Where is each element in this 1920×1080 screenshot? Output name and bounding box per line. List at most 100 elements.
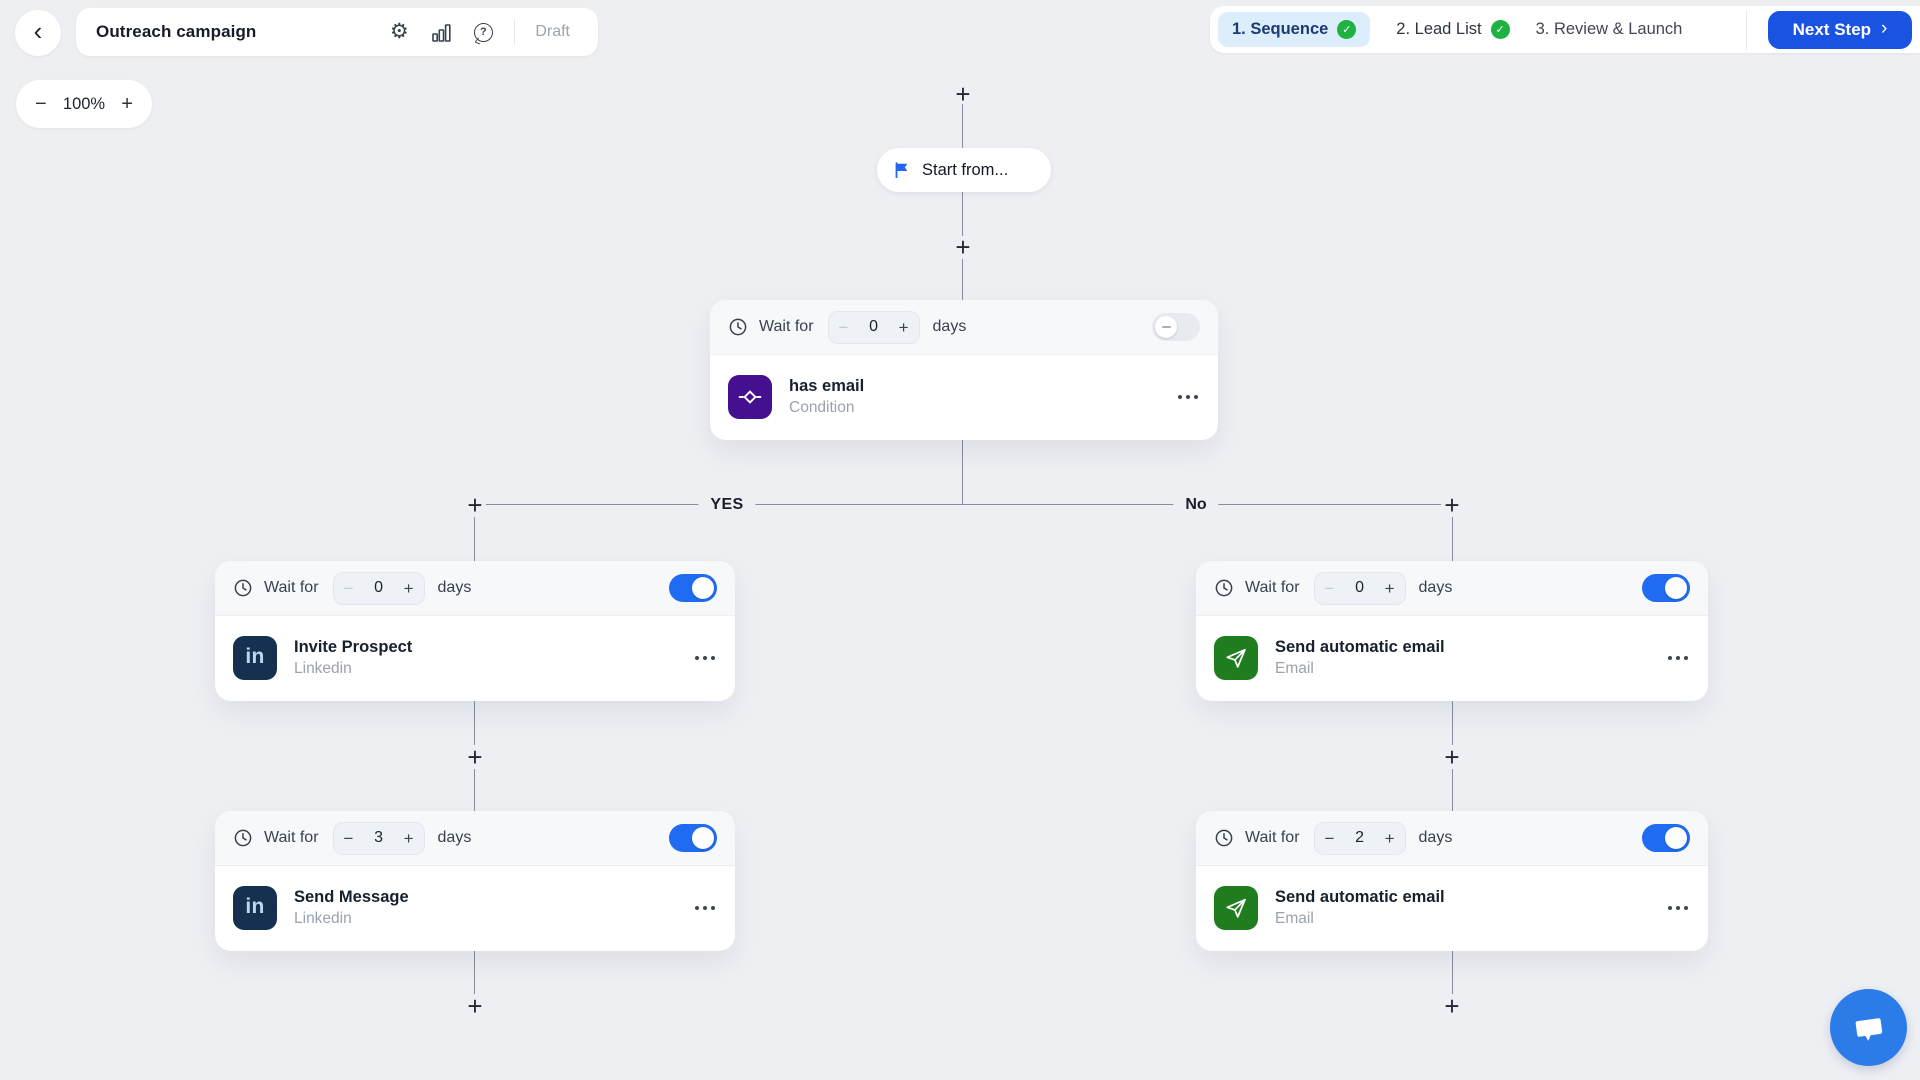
- wait-days-value: 0: [374, 579, 383, 596]
- tab-lead-list[interactable]: 2. Lead List ✓: [1396, 20, 1510, 39]
- linkedin-icon: in: [233, 886, 277, 930]
- add-step-button-no-branch[interactable]: +: [1444, 490, 1460, 520]
- tab-sequence[interactable]: 1. Sequence ✓: [1218, 12, 1371, 47]
- chat-bubble-icon: [1855, 1017, 1882, 1041]
- wait-for-label: Wait for: [1245, 579, 1300, 596]
- chat-widget-button[interactable]: [1830, 989, 1907, 1066]
- connector-line: [474, 517, 475, 561]
- yes-step-1-card: Wait for − 0 + days in Invite Prospect L…: [215, 561, 735, 701]
- auto-email-step[interactable]: Send automatic email Email: [1196, 866, 1708, 950]
- yes-step-2-card: Wait for − 3 + days in Send Message Link…: [215, 811, 735, 951]
- wait-days-value: 0: [1355, 579, 1364, 596]
- sequence-complete-check-icon: ✓: [1337, 20, 1357, 39]
- linkedin-invite-step[interactable]: in Invite Prospect Linkedin: [215, 616, 735, 700]
- add-step-button-yes-branch[interactable]: +: [467, 490, 483, 520]
- add-step-button[interactable]: +: [1444, 742, 1460, 772]
- connector-line: [474, 769, 475, 811]
- condition-icon: [728, 375, 772, 419]
- connector-line: [1452, 517, 1453, 561]
- increment-button[interactable]: +: [1384, 578, 1395, 598]
- wait-for-label: Wait for: [759, 318, 814, 335]
- step-enabled-toggle[interactable]: [1152, 313, 1200, 341]
- wait-for-label: Wait for: [264, 579, 319, 596]
- step-enabled-toggle[interactable]: [1642, 824, 1690, 852]
- linkedin-glyph: in: [245, 895, 265, 918]
- wait-row: Wait for − 0 + days: [1196, 561, 1708, 616]
- step-enabled-toggle[interactable]: [669, 824, 717, 852]
- wait-days-stepper: − 2 +: [1313, 821, 1406, 855]
- campaign-title: Outreach campaign: [96, 22, 257, 41]
- more-options-button[interactable]: [1666, 650, 1691, 667]
- zoom-in-button[interactable]: +: [121, 93, 133, 115]
- campaign-title-bar: Outreach campaign ⚙ ? Draft: [76, 8, 598, 56]
- flag-icon: [895, 162, 908, 179]
- linkedin-icon: in: [233, 636, 277, 680]
- connector-line: [474, 701, 475, 745]
- days-label: days: [1418, 579, 1453, 596]
- back-chevron-icon: ‹: [33, 16, 43, 46]
- more-options-button[interactable]: [1666, 900, 1691, 917]
- days-label: days: [932, 318, 967, 335]
- auto-email-step[interactable]: Send automatic email Email: [1196, 616, 1708, 700]
- step-subtitle: Linkedin: [294, 910, 352, 927]
- tab-review-launch-label: 3. Review & Launch: [1535, 20, 1683, 38]
- condition-card: Wait for − 0 + days has email Condition: [710, 300, 1218, 440]
- wait-row: Wait for − 0 + days: [710, 300, 1218, 355]
- wait-days-value: 0: [869, 318, 878, 335]
- start-from-node[interactable]: Start from...: [877, 148, 1051, 192]
- wait-days-stepper: − 0 +: [332, 571, 425, 605]
- linkedin-message-step[interactable]: in Send Message Linkedin: [215, 866, 735, 950]
- step-subtitle: Email: [1275, 660, 1314, 677]
- wait-days-stepper: − 0 +: [827, 310, 920, 344]
- wizard-steps-bar: 1. Sequence ✓ 2. Lead List ✓ 3. Review &…: [1210, 6, 1920, 53]
- days-label: days: [437, 579, 472, 596]
- decrement-button[interactable]: −: [1324, 828, 1335, 848]
- more-options-button[interactable]: [1176, 389, 1201, 406]
- zoom-level: 100%: [62, 94, 106, 113]
- no-step-1-card: Wait for − 0 + days Send automatic email…: [1196, 561, 1708, 701]
- no-step-2-card: Wait for − 2 + days Send automatic email…: [1196, 811, 1708, 951]
- clock-icon: [234, 579, 252, 597]
- help-icon[interactable]: ?: [472, 21, 494, 43]
- tab-review-launch[interactable]: 3. Review & Launch: [1536, 20, 1683, 39]
- wait-row: Wait for − 0 + days: [215, 561, 735, 616]
- analytics-chart-icon[interactable]: [430, 21, 452, 43]
- decrement-button[interactable]: −: [1324, 578, 1335, 598]
- branch-line: [486, 504, 1441, 505]
- decrement-button[interactable]: −: [838, 317, 849, 337]
- condition-step[interactable]: has email Condition: [710, 355, 1218, 439]
- clock-icon: [729, 318, 747, 336]
- connector-line: [962, 440, 963, 504]
- add-step-button[interactable]: +: [467, 742, 483, 772]
- add-step-button[interactable]: +: [467, 991, 483, 1021]
- wait-days-value: 3: [374, 829, 383, 846]
- add-step-button[interactable]: +: [955, 79, 971, 109]
- step-enabled-toggle[interactable]: [669, 574, 717, 602]
- add-step-button[interactable]: +: [955, 232, 971, 262]
- increment-button[interactable]: +: [403, 578, 414, 598]
- step-title: Send automatic email: [1275, 638, 1445, 656]
- decrement-button[interactable]: −: [343, 578, 354, 598]
- step-title: Send Message: [294, 888, 409, 906]
- more-options-button[interactable]: [693, 900, 718, 917]
- increment-button[interactable]: +: [1384, 828, 1395, 848]
- lead-list-complete-check-icon: ✓: [1490, 20, 1510, 39]
- settings-gear-icon[interactable]: ⚙: [389, 20, 409, 43]
- zoom-control: − 100% +: [16, 80, 152, 128]
- toolbar-divider: [514, 19, 516, 45]
- branch-label-yes: YES: [698, 493, 756, 516]
- days-label: days: [1418, 829, 1453, 846]
- step-enabled-toggle[interactable]: [1642, 574, 1690, 602]
- wait-days-stepper: − 0 +: [1313, 571, 1406, 605]
- decrement-button[interactable]: −: [343, 828, 354, 848]
- increment-button[interactable]: +: [898, 317, 909, 337]
- increment-button[interactable]: +: [403, 828, 414, 848]
- connector-line: [474, 951, 475, 994]
- zoom-out-button[interactable]: −: [35, 93, 47, 115]
- tab-sequence-label: 1. Sequence: [1232, 20, 1329, 38]
- back-button[interactable]: ‹: [15, 10, 61, 56]
- more-options-button[interactable]: [693, 650, 718, 667]
- add-step-button[interactable]: +: [1444, 991, 1460, 1021]
- chevron-right-icon: ›: [1881, 17, 1888, 39]
- next-step-button[interactable]: Next Step ›: [1768, 10, 1912, 49]
